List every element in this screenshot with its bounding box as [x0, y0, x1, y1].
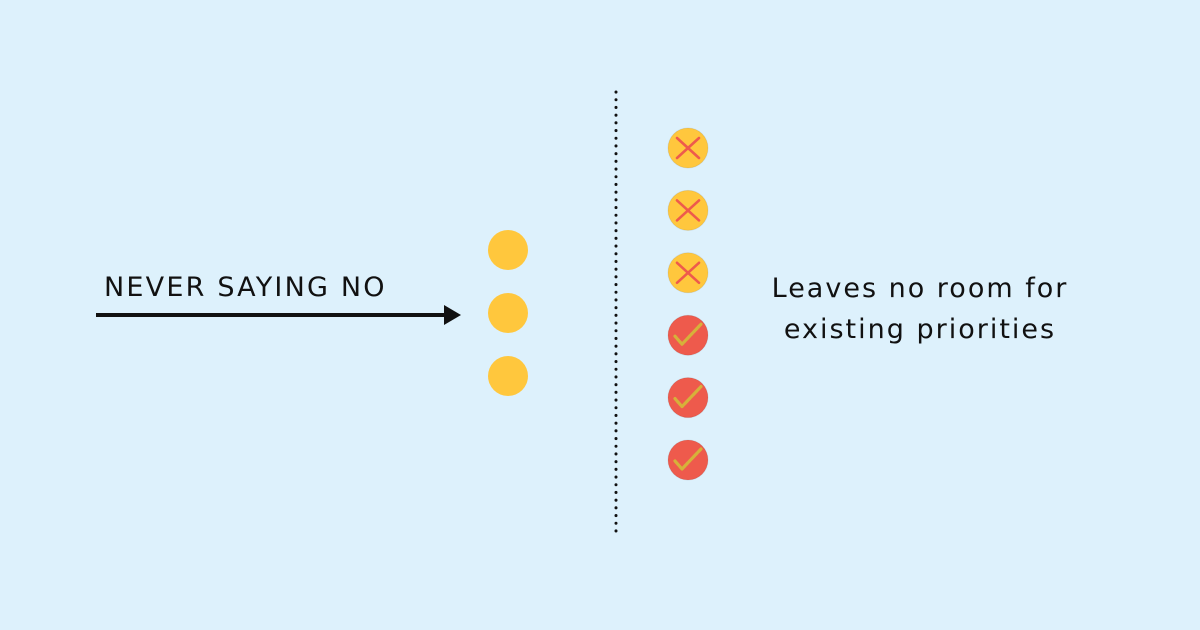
arrow-head-icon: [444, 305, 461, 325]
cross-icon: [675, 261, 701, 285]
outcome-line-1: Leaves no room for: [771, 273, 1069, 304]
arrow: [96, 305, 461, 325]
priority-item: [667, 439, 709, 481]
priority-stack: [667, 127, 709, 481]
check-icon: [673, 447, 703, 471]
outcome-label: Leaves no room for existing priorities: [730, 268, 1110, 350]
priority-item: [667, 189, 709, 231]
priority-item: [667, 314, 709, 356]
priority-item: [667, 377, 709, 419]
priority-item: [667, 252, 709, 294]
incoming-dot: [488, 293, 528, 333]
cross-icon: [675, 136, 701, 160]
priority-item: [667, 127, 709, 169]
incoming-dots: [488, 230, 528, 396]
incoming-dot: [488, 230, 528, 270]
check-icon: [673, 385, 703, 409]
check-icon: [673, 322, 703, 346]
cross-icon: [675, 199, 701, 222]
incoming-dot: [488, 356, 528, 396]
never-saying-no-label: NEVER SAYING NO: [104, 272, 387, 303]
outcome-line-2: existing priorities: [783, 314, 1057, 345]
